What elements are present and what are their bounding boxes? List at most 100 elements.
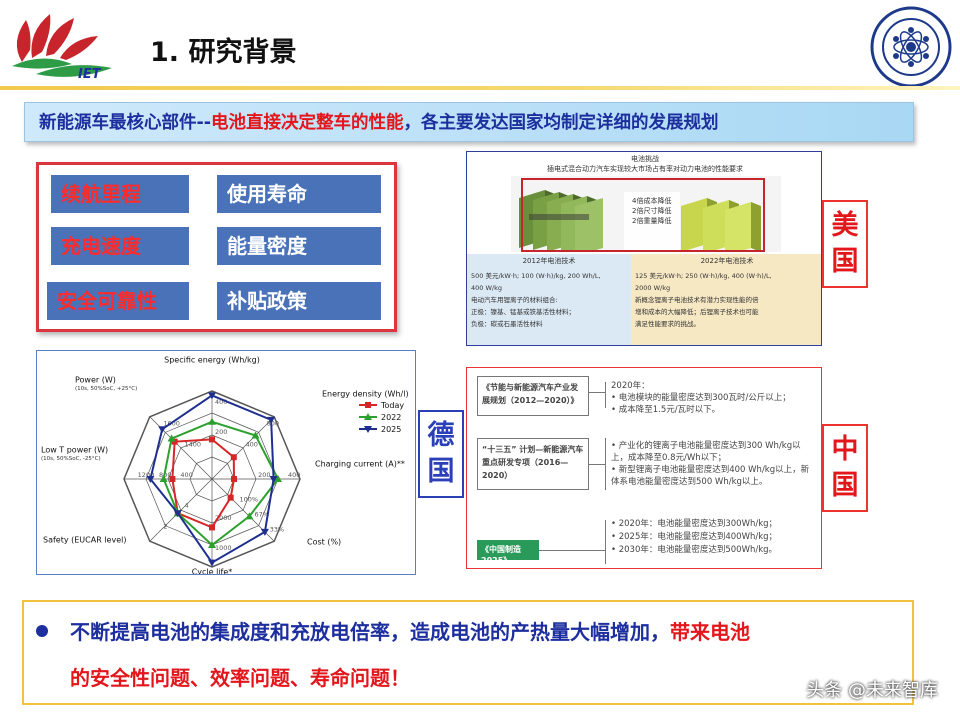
china-label: 中 国	[822, 424, 868, 512]
radar-axis-line	[211, 416, 275, 480]
legend-marker	[365, 402, 371, 408]
radar-tick-label: 2	[163, 523, 167, 531]
radar-tick-label: 2000	[215, 514, 232, 522]
germany-label-2: 国	[427, 456, 455, 487]
radar-point	[159, 475, 168, 482]
battery-image	[511, 176, 781, 252]
banner-text-3: ，各主要发达国家均制定详细的发展规划	[403, 113, 719, 133]
germany-label-1: 德	[427, 420, 455, 451]
radar-axis-label: Specific energy (Wh/kg)	[164, 356, 260, 365]
radar-point	[227, 494, 234, 501]
iet-logo: IET	[12, 14, 112, 82]
radar-tick-label: 400	[180, 471, 192, 479]
col-2012: 2012年电池技术 500 美元/kW·h; 100 (W·h)/kg, 200…	[467, 254, 631, 345]
callout-highlight	[521, 178, 765, 252]
plan-box-2: “十三五” 计划—新能源汽车重点研发专项（2016—2020）	[477, 438, 589, 490]
usa-title-2: 插电式混合动力汽车实现较大市场占有率对动力电池的性能要求	[547, 165, 743, 173]
germany-panel: Specific energy (Wh/kg) 400 200 Energy dens…	[36, 350, 416, 575]
plan-2-item-1: • 产业化的锂离子电池能量密度达到300 Wh/kg以上，成本降至0.8元/Wh…	[611, 441, 801, 463]
plan-1-item-2: • 成本降至1.5元/瓦时以下。	[611, 405, 721, 415]
radar-tick-label: 67%	[255, 511, 269, 519]
usa-title-1: 电池挑战	[631, 155, 659, 163]
page-title: 1. 研究背景	[150, 37, 297, 68]
plan-1-details: 2020年： • 电池模块的能量密度达到300瓦时/公斤以上； • 成本降至1.…	[611, 380, 791, 416]
plan-box-1: 《节能与新能源汽车产业发展规划（2012—2020）》	[477, 376, 589, 416]
banner-text-1: 新能源车最核心部件--	[39, 113, 212, 133]
legend-label: 2025	[381, 425, 401, 434]
radar-point	[209, 436, 215, 443]
plan-box-3: 《中国制造2025》	[477, 540, 539, 565]
radar-tick-label: 200	[215, 428, 227, 436]
germany-label: 德 国	[418, 410, 464, 498]
usa-label-2: 国	[831, 246, 859, 277]
radar-axis-label: Energy density (Wh/l)	[322, 390, 409, 399]
radar-point	[274, 475, 282, 482]
keyword-charging-speed: 充电速度	[51, 227, 189, 265]
radar-axis-label: Safety (EUCAR level)	[43, 536, 126, 545]
radar-chart: Specific energy (Wh/kg) 400 200 Energy dens…	[41, 356, 409, 575]
col-2022: 2022年电池技术 125 美元/kW·h; 250 (W·h)/kg, 400…	[631, 254, 821, 345]
radar-tick-label: 1200	[138, 471, 155, 479]
cas-emblem-icon	[870, 6, 952, 88]
radar-point	[251, 431, 260, 439]
radar-point	[209, 524, 215, 531]
conclusion-line-1-red: 带来电池	[670, 620, 750, 644]
radar-tick-label: 800	[267, 419, 279, 427]
col-2012-line-2: 400 W/kg	[471, 284, 502, 292]
logo-text: IET	[78, 67, 102, 82]
radar-tick-label: 1000	[215, 544, 232, 552]
radar-point	[208, 541, 216, 548]
radar-axis-label: Charging current (A)**	[315, 460, 405, 469]
radar-tick-label: 100%	[239, 495, 258, 503]
bullet-icon	[36, 625, 48, 637]
plan-1-title: 2020年：	[611, 381, 650, 391]
conclusion-line-1-blue: 不断提高电池的集成度和充放电倍率，造成电池的产热量大幅增加，	[70, 620, 670, 644]
col-2012-line-3: 电动汽车用锂离子的材料组合:	[471, 296, 558, 304]
callout-text: 4倍成本降低 2倍尺寸降低 2倍重量降低	[632, 196, 671, 226]
radar-axis-label: Cost (%)	[307, 538, 341, 547]
radar-axis-line	[149, 478, 213, 542]
usa-label-1: 美	[831, 210, 859, 241]
radar-axis-label: Cycle life*	[192, 568, 233, 575]
china-panel: 《节能与新能源汽车产业发展规划（2012—2020）》 2020年： • 电池模…	[466, 367, 822, 569]
col-2012-line-5: 负极：碳或石墨活性材料	[471, 320, 543, 328]
legend-label: 2022	[381, 413, 401, 422]
keyword-range: 续航里程	[51, 175, 189, 213]
col-2022-line-2: 2000 W/kg	[635, 284, 671, 292]
col-2022-line-5: 满足性能要求的挑战。	[635, 320, 700, 328]
radar-axis-sublabel: (10s, 50%SoC, +25°C)	[75, 386, 137, 392]
keyword-safety: 安全可靠性	[47, 282, 189, 320]
callout-line-1: 4倍成本降低	[632, 197, 672, 205]
header-divider	[0, 86, 960, 90]
radar-point	[208, 417, 216, 425]
conclusion-line-2: 的安全性问题、效率问题、寿命问题！	[70, 666, 410, 690]
radar-tick-label: 400	[288, 471, 300, 479]
banner-text-2: 电池直接决定整车的性能	[211, 113, 404, 133]
radar-point	[158, 426, 167, 434]
china-label-2: 国	[831, 470, 859, 501]
col-2022-line-4: 增和成本的大幅降低；后锂离子技术也可能	[635, 308, 759, 316]
callout-line-2: 2倍尺寸降低	[632, 207, 672, 215]
radar-point	[230, 454, 237, 461]
col-2022-header: 2022年电池技术	[700, 257, 754, 265]
usa-label: 美 国	[822, 200, 868, 288]
radar-tick-label: 1400	[185, 441, 202, 449]
radar-point	[171, 438, 178, 445]
keyword-lifespan: 使用寿命	[217, 175, 381, 213]
radar-series-line	[162, 420, 280, 547]
keyword-subsidy: 补贴政策	[217, 282, 381, 320]
col-2022-line-3: 新概念锂离子电池技术有潜力实现性能的倍	[635, 296, 759, 304]
radar-point	[208, 559, 216, 567]
conclusion-line-1: 不断提高电池的集成度和充放电倍率，造成电池的产热量大幅增加，带来电池	[70, 616, 750, 645]
radar-point	[167, 434, 176, 442]
legend-marker	[364, 413, 372, 420]
watermark: 头条 @未来智库	[806, 680, 938, 701]
legend-label: Today	[380, 401, 404, 410]
radar-tick-label: 400	[215, 398, 227, 406]
radar-point	[269, 476, 278, 483]
radar-tick-label: 33%	[270, 526, 284, 534]
radar-tick-label: 4	[185, 501, 189, 509]
radar-axis-label: Power (W)	[75, 376, 116, 385]
plan-3-item-2: • 2025年：电池能量密度达到400Wh/kg；	[611, 532, 778, 542]
plan-1-item-1: • 电池模块的能量密度达到300瓦时/公斤以上；	[611, 393, 791, 403]
